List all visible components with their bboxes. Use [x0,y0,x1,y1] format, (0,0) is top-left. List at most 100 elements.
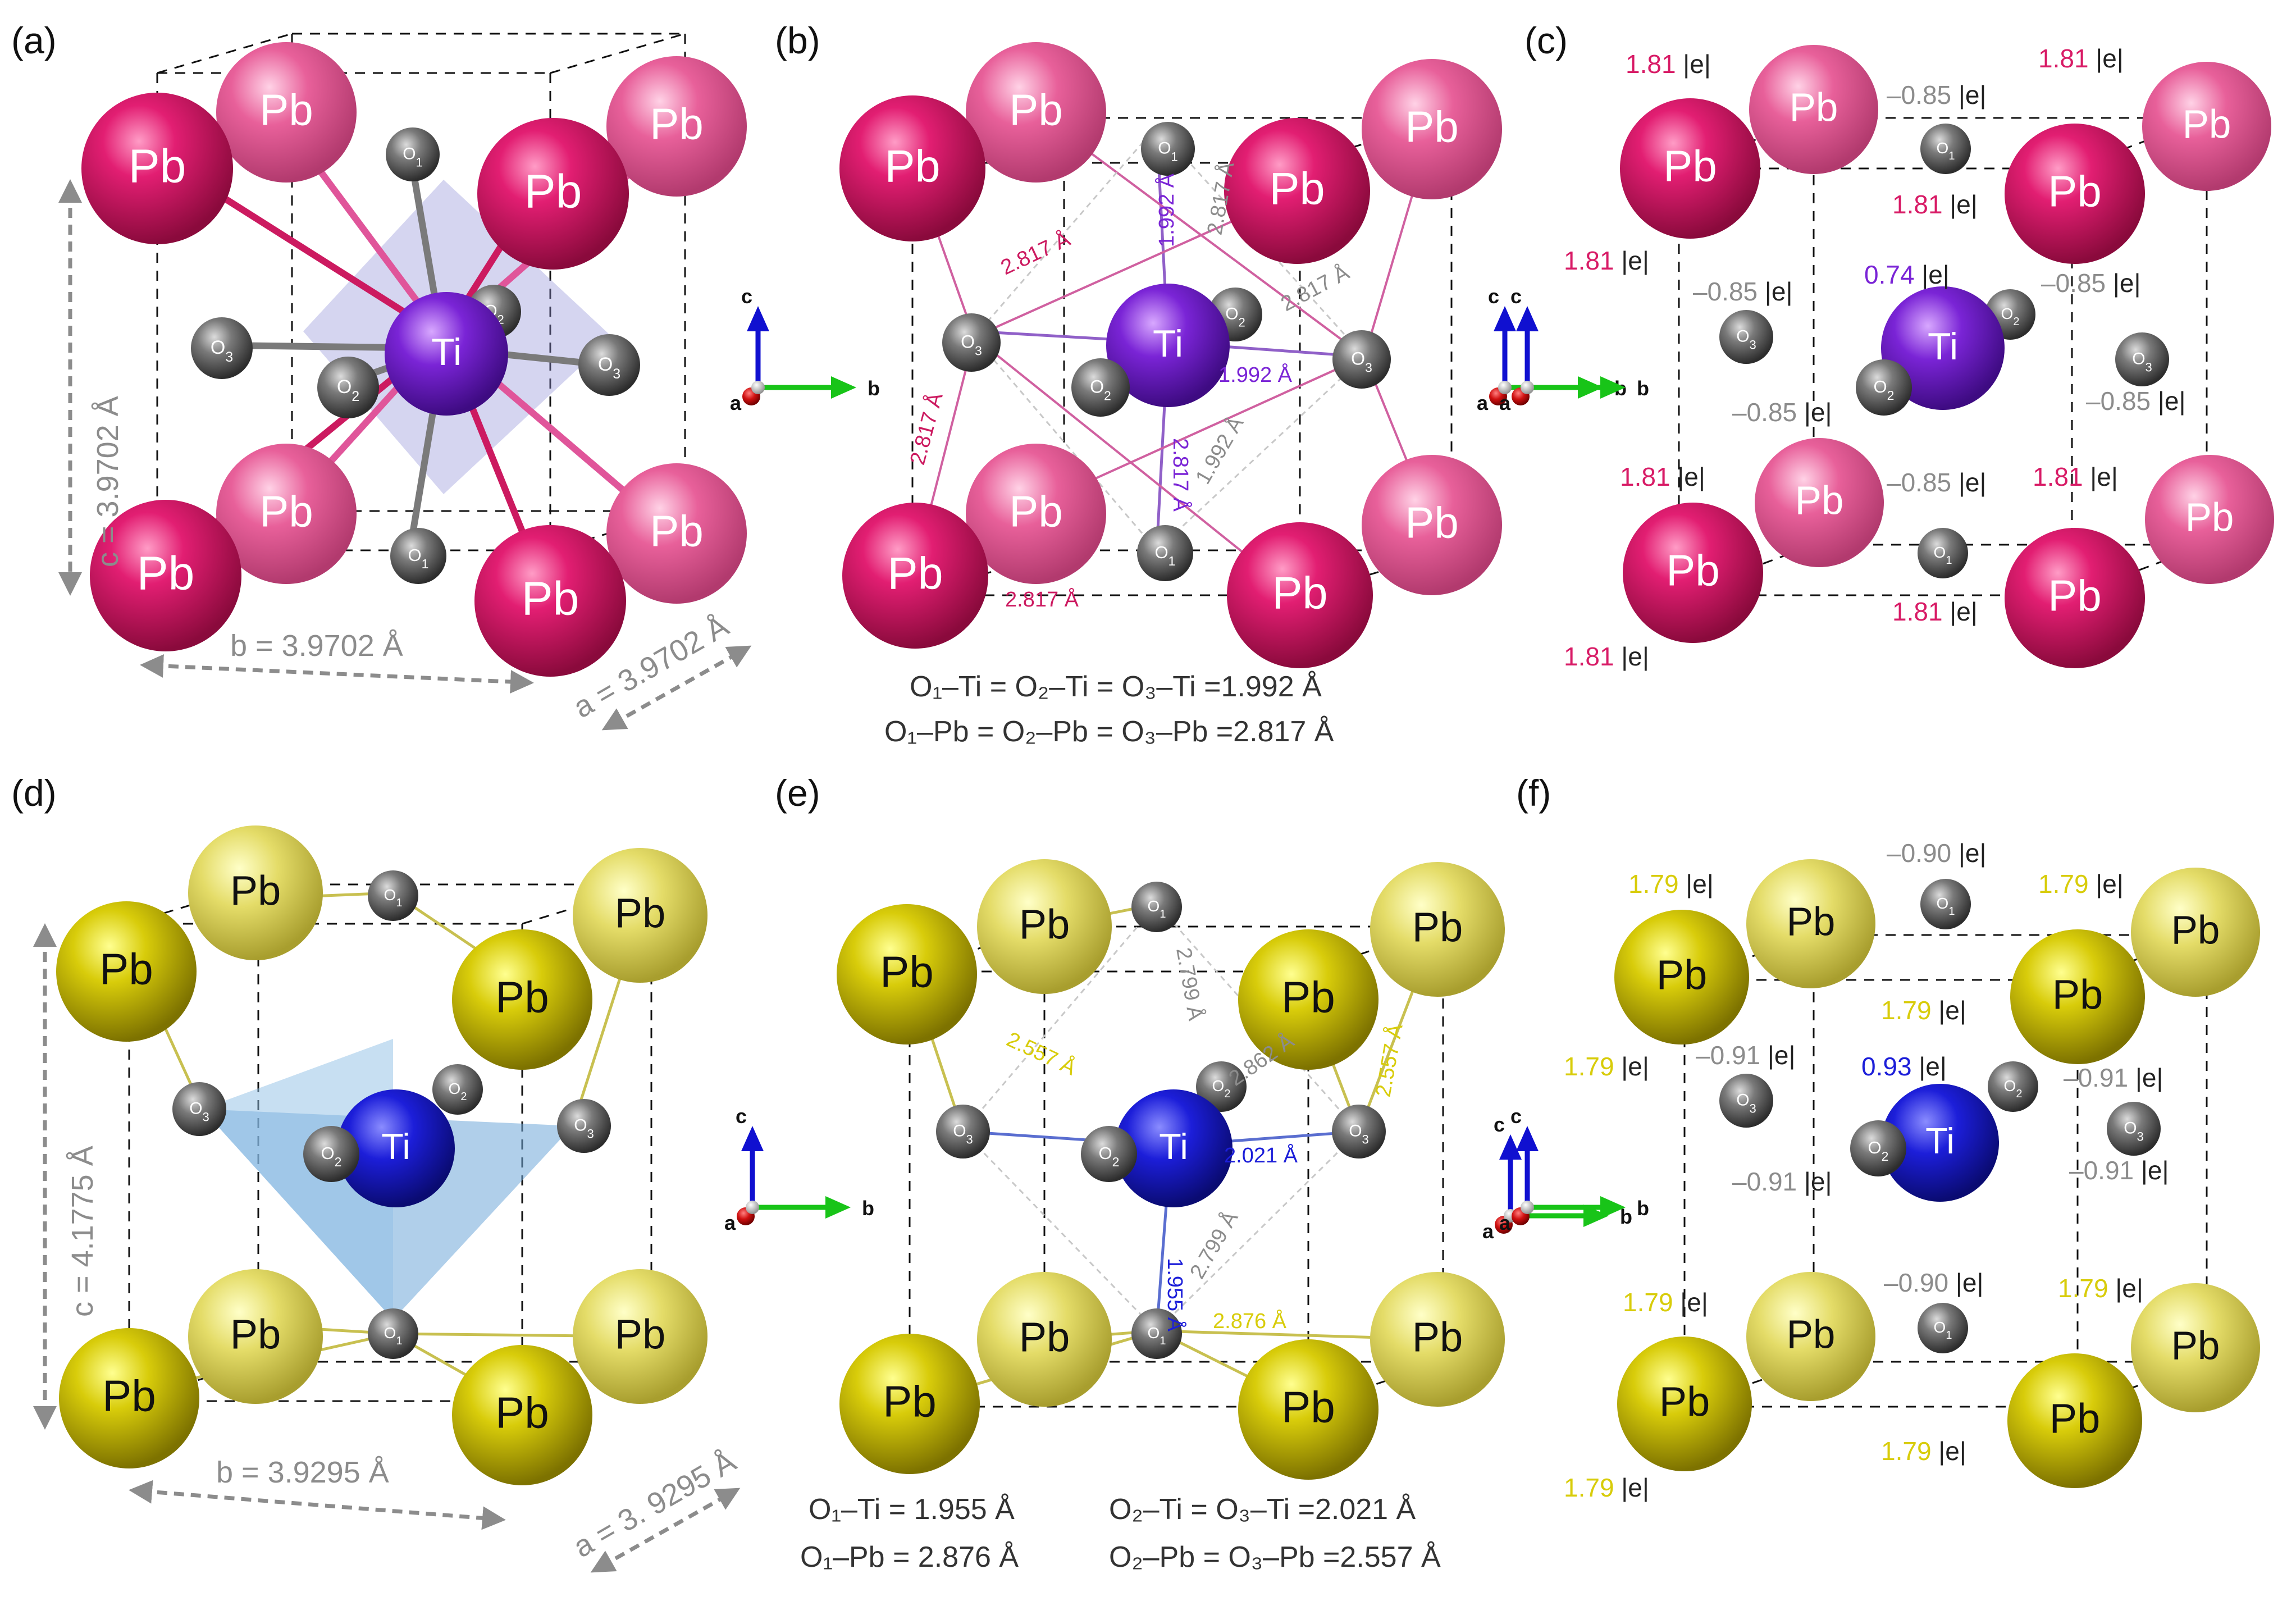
panel-d-pb-atom-8-label: Pb [495,1388,549,1438]
panel-d-pb-atom-7: Pb [59,1328,199,1468]
panel-f-pb-charge-4-part-1: |e| [1614,1052,1649,1081]
panel-d-o-atom-5-sphere [303,1126,359,1182]
panel-f-pb-atom-1: Pb [1746,859,1875,988]
panel-c-pb-charge-3: 1.81 |e| [1892,190,1978,219]
panel-f-pb-atom-5: Pb [1746,1272,1875,1401]
panel-b-o-atom-1-label-sub: 1 [1171,149,1178,163]
panel-e-bond-label-2: 2.557 Å [1003,1027,1080,1080]
panel-f-pb-atom-7-sphere [1617,1337,1752,1471]
panel-f-pb-atom-5-sphere [1746,1272,1875,1401]
panel-label-d: (d) [11,772,57,814]
panel-a-pb-atom-2-label: Pb [650,99,703,149]
panel-e-o-atom-5-sphere [1081,1126,1137,1182]
panel-f-axes-c-arrow-icon [1516,1126,1539,1151]
panel-a-pb-atom-2: Pb [606,56,747,197]
panel-a-a-dim-arrow [601,645,752,731]
panel-label-c: (c) [1524,20,1568,61]
panel-f-pb-atom-4-sphere [2010,929,2145,1064]
panel-b-pb-atom-6-label: Pb [1405,498,1458,548]
panel-c-o-charge-2-part-0: –0.85 [1693,277,1758,306]
panel-b-pb-atom-1: Pb [966,42,1106,183]
panel-b-o-atom-4-sphere [1332,330,1391,389]
panel-e-pb-atom-3-label: Pb [880,947,933,997]
panel-a-axes-origin-icon [751,381,765,394]
panel-d-pyramid-face [202,1039,393,1320]
panel-label-b: (b) [775,20,820,61]
panel-e-pb-atom-8-sphere [1238,1339,1378,1480]
panel-c-o-charge-5-part-0: –0.85 [2086,386,2151,416]
panel-e-pb-atom-5: Pb [977,1272,1112,1407]
panel-b-pb-atom-7: Pb [842,503,988,649]
panel-f-o23-charge-3: –0.91 |e| [1732,1167,1832,1196]
panel-f-pb-charge-7-part-1: |e| [1932,1436,1966,1466]
panel-a-pb-atom-8-sphere [474,525,626,677]
panel-e-o-atom-1: O1 [1131,882,1182,932]
panel-a-pb-atom-1-label: Pb [259,85,313,135]
panel-e-o-atom-2: O3 [936,1105,990,1158]
panel-e-pb-atom-7-label: Pb [883,1377,936,1426]
panel-a-pb-atom-7-label: Pb [137,546,195,599]
panel-f-pb-atom-2-label: Pb [2171,909,2220,953]
panel-c-pb-atom-7: Pb [1623,503,1763,643]
panel-d-pb-atom-4-label: Pb [495,973,549,1022]
panel-b-pb-atom-7-sphere [842,503,988,649]
panel-c-pb-atom-3: Pb [1620,98,1760,239]
panel-d-axes-a-label: a [724,1211,736,1234]
panel-a-b-dim-label: b = 3.9702 Å [230,629,403,663]
panel-c-pb-charge-6-part-0: 1.81 [2033,462,2083,491]
panel-a-o-atom-6-label-sub: 1 [422,557,429,571]
panel-b-pb-atom-5-label: Pb [1009,487,1062,536]
panel-c-pb-charge-4-part-0: 1.81 [1564,246,1614,275]
panel-d-o-atom-4-label-sub: 3 [587,1126,594,1141]
panel-a-ti-atom-label: Ti [431,331,462,373]
panel-d-o-atom-5: O2 [303,1126,359,1182]
panel-a-c-dim-label: c = 3.9702 Å [91,396,125,567]
panel-a-pb-atom-5-sphere [216,444,357,584]
panel-f-pb-atom-1-sphere [1746,859,1875,988]
panel-e-pb-atom-4: Pb [1238,929,1378,1070]
panel-c-pb-charge-5-part-0: 1.81 [1620,462,1670,491]
panel-a-axes-a-label: a [730,391,742,414]
panel-c-pb-charge-4-part-1: |e| [1614,246,1649,275]
panel-c-o-charge-5-part-1: |e| [2151,386,2185,416]
panel-b-pb-atom-1-label: Pb [1009,85,1062,135]
panel-a-pb-atom-6-sphere [606,463,747,604]
panel-b-o-atom-2: O3 [942,313,1001,372]
panel-c-axes-c-arrow-icon [1516,306,1539,331]
panel-a-pb-atom-1-sphere [216,42,357,183]
panel-d-pb-atom-3-label: Pb [99,945,153,994]
panel-f-o-atom-1: O1 [1920,879,1971,929]
panel-d-o-atom-4: O3 [557,1099,611,1153]
panel-d-pb-atom-8: Pb [452,1345,592,1485]
panel-f-o-atom-5: O2 [1850,1120,1906,1176]
panel-c-pb-atom-6-sphere [2145,455,2274,584]
panel-b-bond-label-9: 2.817 Å [1005,587,1079,612]
panel-f-o1-charge-1-part-1: |e| [1951,838,1986,868]
panel-c-o-charge-1-part-0: –0.85 [1887,80,1951,110]
panel-d-a-dim-arrow [590,1488,741,1573]
panel-f-pb-atom-2: Pb [2131,868,2260,997]
panel-e-pb-atom-2-label: Pb [1412,904,1463,951]
panel-a-o-atom-1-sphere [386,127,440,181]
panel-a-o-atom-5-sphere [317,357,379,418]
panel-d-o-atom-1: O1 [368,870,418,921]
panel-e-pb-atom-7: Pb [839,1334,980,1474]
panel-c-pb-charge-7: 1.81 |e| [1892,597,1978,626]
panel-d-pb-atom-2-sphere [573,848,707,983]
panel-d-axes-c-label: c [736,1105,747,1128]
panel-d-o-atom-6: O1 [368,1308,418,1359]
panel-c-pb-charge-8-part-0: 1.81 [1564,642,1614,671]
panel-d-a-dim-label: a = 3. 9295 Å [568,1444,742,1564]
panel-c-ti-charge-part-0: 0.74 [1864,260,1915,289]
panel-c-o-atom-6-sphere [1918,528,1968,578]
panel-e-pb-atom-1: Pb [977,859,1112,994]
panel-e-ti-atom-sphere [1115,1089,1233,1207]
panel-f-o-atom-2-sphere [1719,1074,1773,1128]
panel-c-o-charge-1-part-1: |e| [1951,80,1986,110]
panel-b-o-atom-1: O1 [1141,122,1195,176]
panel-f-pb-atom-3-sphere [1614,910,1749,1044]
panel-f-pb-atom-3-label: Pb [1656,952,1708,998]
panel-d-pb-atom-7-label: Pb [102,1371,156,1421]
panel-f-pb-charge-4-part-0: 1.79 [1564,1052,1614,1081]
panel-b-pb-atom-7-label: Pb [887,548,943,599]
